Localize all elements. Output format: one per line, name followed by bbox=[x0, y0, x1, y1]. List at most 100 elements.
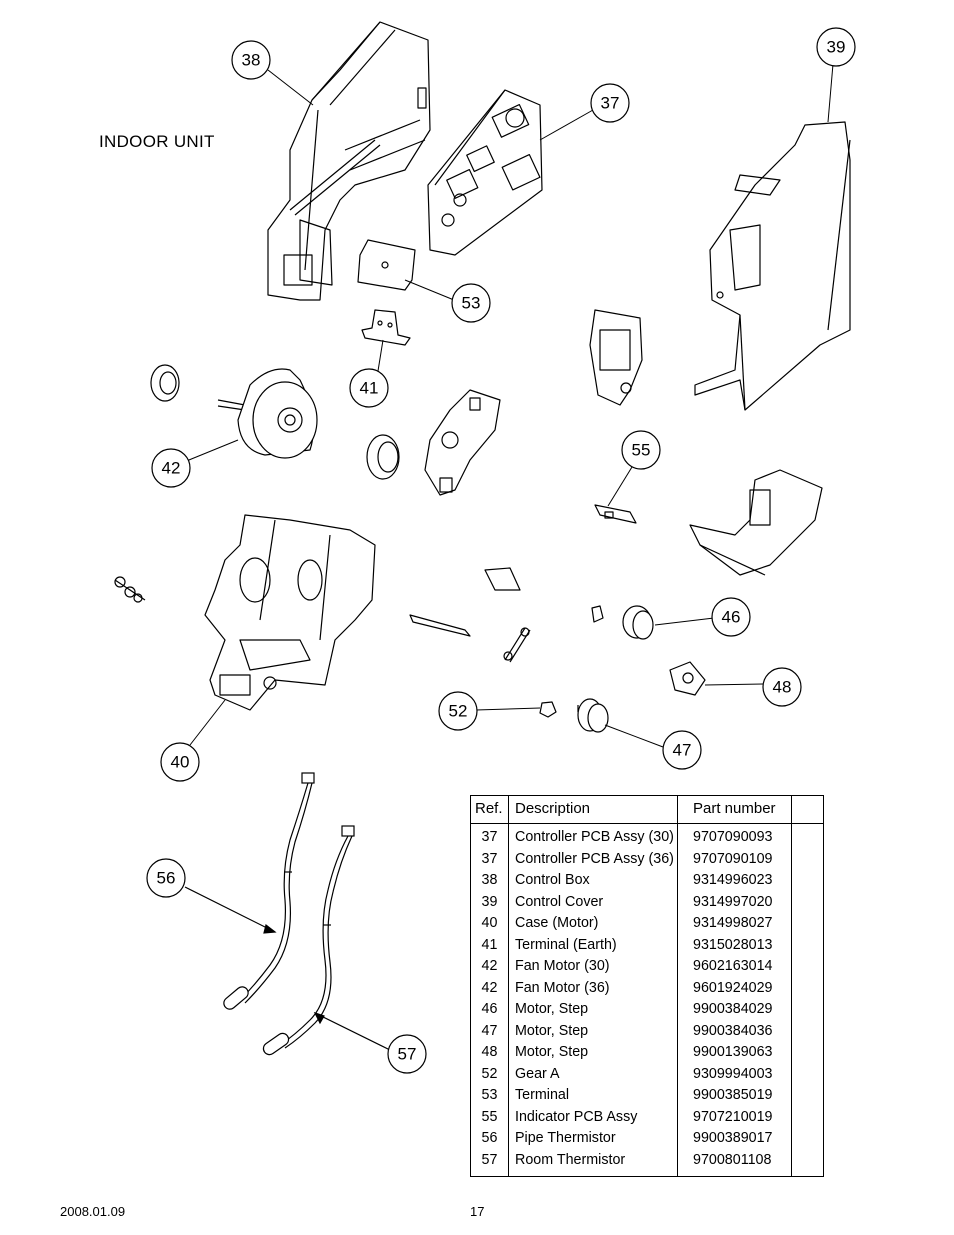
callout-52: 52 bbox=[449, 702, 468, 721]
callout-37: 37 bbox=[601, 94, 620, 113]
row-description: Gear A bbox=[515, 1065, 560, 1082]
part-room-thermistor bbox=[262, 825, 355, 1056]
row-ref: 46 bbox=[481, 1001, 498, 1017]
row-ref: 40 bbox=[481, 915, 498, 931]
row-ref: 42 bbox=[481, 958, 498, 974]
callout-57: 57 bbox=[398, 1045, 417, 1064]
row-ref: 55 bbox=[481, 1108, 498, 1125]
table-row: 48 Motor, Step 9900139063 bbox=[471, 1041, 823, 1063]
part-terminal bbox=[357, 239, 416, 291]
row-description: Motor, Step bbox=[515, 1022, 589, 1039]
table-row: 39 Control Cover 9314997020 bbox=[471, 891, 823, 913]
row-part-number: 9707090109 bbox=[693, 850, 773, 867]
table-row: 42 Fan Motor (30) 9602163014 bbox=[471, 955, 823, 977]
part-step-motor-46 bbox=[591, 605, 654, 640]
table-row: 37 Controller PCB Assy (36) 9707090109 bbox=[471, 848, 823, 870]
row-description: Case (Motor) bbox=[515, 915, 599, 931]
row-description: Controller PCB Assy (36) bbox=[515, 850, 674, 867]
part-control-box bbox=[267, 21, 431, 301]
footer-date: 2008.01.09 bbox=[60, 1204, 126, 1219]
row-description: Control Box bbox=[515, 872, 590, 888]
part-indicator-pcb bbox=[594, 504, 637, 524]
row-part-number: 9314996023 bbox=[693, 872, 773, 888]
row-description: Terminal bbox=[515, 1087, 570, 1103]
part-pipe-thermistor bbox=[223, 772, 315, 1010]
part-indicator-case bbox=[689, 469, 823, 576]
row-part-number: 9601924029 bbox=[693, 979, 773, 996]
row-ref: 47 bbox=[481, 1022, 498, 1039]
parts-table: Ref. Description Part number 37 Controlle… bbox=[470, 795, 824, 1177]
table-row: 56 Pipe Thermistor 9900389017 bbox=[471, 1127, 823, 1149]
header-ref: Ref. bbox=[475, 800, 503, 817]
row-ref: 57 bbox=[481, 1151, 498, 1168]
column-divider bbox=[508, 796, 509, 1176]
callout-53: 53 bbox=[462, 294, 481, 313]
table-body: 37 Controller PCB Assy (30) 9707090093 37 Co… bbox=[471, 826, 823, 1170]
table-row: 42 Fan Motor (36) 9601924029 bbox=[471, 977, 823, 999]
callout-46: 46 bbox=[722, 608, 741, 627]
part-control-cover bbox=[694, 121, 851, 411]
part-controller-pcb bbox=[427, 89, 543, 256]
row-part-number: 9900384036 bbox=[693, 1022, 773, 1039]
callout-42: 42 bbox=[162, 459, 181, 478]
row-part-number: 9900384029 bbox=[693, 1001, 773, 1017]
row-part-number: 9602163014 bbox=[693, 958, 773, 974]
column-divider bbox=[677, 796, 678, 1176]
row-description: Control Cover bbox=[515, 893, 604, 910]
table-row: 38 Control Box 9314996023 bbox=[471, 869, 823, 891]
row-part-number: 9314997020 bbox=[693, 893, 773, 910]
callout-41: 41 bbox=[360, 379, 379, 398]
row-ref: 42 bbox=[481, 979, 498, 996]
row-part-number: 9309994003 bbox=[693, 1065, 773, 1082]
part-terminal-earth bbox=[361, 309, 411, 346]
table-row: 40 Case (Motor) 9314998027 bbox=[471, 912, 823, 934]
part-motor-case bbox=[204, 514, 376, 711]
row-ref: 48 bbox=[481, 1044, 498, 1060]
row-ref: 37 bbox=[481, 850, 498, 867]
part-screws bbox=[114, 576, 146, 603]
header-description: Description bbox=[515, 800, 591, 817]
part-step-motor-47 bbox=[577, 698, 609, 733]
table-header: Ref. Description Part number bbox=[471, 796, 823, 824]
callout-39: 39 bbox=[827, 38, 846, 57]
row-part-number: 9900385019 bbox=[693, 1087, 773, 1103]
row-description: Fan Motor (36) bbox=[515, 979, 610, 996]
table-row: 41 Terminal (Earth) 9315028013 bbox=[471, 934, 823, 956]
row-part-number: 9707090093 bbox=[693, 829, 773, 845]
row-description: Controller PCB Assy (30) bbox=[515, 829, 674, 845]
row-ref: 56 bbox=[481, 1130, 498, 1146]
callout-56: 56 bbox=[157, 869, 176, 888]
header-part-number: Part number bbox=[693, 800, 776, 817]
part-step-motor-48 bbox=[669, 661, 706, 696]
part-bracket bbox=[424, 389, 501, 496]
row-part-number: 9700801108 bbox=[693, 1151, 772, 1168]
part-indicator-housing bbox=[589, 309, 643, 406]
row-part-number: 9314998027 bbox=[693, 915, 773, 931]
row-description: Pipe Thermistor bbox=[515, 1130, 616, 1146]
callout-55: 55 bbox=[632, 441, 651, 460]
table-row: 57 Room Thermistor 9700801108 bbox=[471, 1149, 823, 1171]
part-gear bbox=[539, 701, 557, 718]
thermistor-diagram: 56 57 bbox=[146, 772, 427, 1074]
row-description: Fan Motor (30) bbox=[515, 958, 610, 974]
row-description: Room Thermistor bbox=[515, 1151, 626, 1168]
row-part-number: 9900139063 bbox=[693, 1044, 773, 1060]
row-part-number: 9707210019 bbox=[693, 1108, 773, 1125]
callout-40: 40 bbox=[171, 753, 190, 772]
row-part-number: 9900389017 bbox=[693, 1130, 773, 1146]
table-row: 52 Gear A 9309994003 bbox=[471, 1063, 823, 1085]
row-part-number: 9315028013 bbox=[693, 936, 773, 953]
exploded-parts-diagram: 38 37 39 53 41 42 55 46 48 52 47 40 bbox=[114, 21, 856, 782]
row-ref: 52 bbox=[481, 1065, 498, 1082]
row-ref: 38 bbox=[481, 872, 498, 888]
row-ref: 39 bbox=[481, 893, 498, 910]
part-fan-motor bbox=[150, 364, 400, 480]
row-description: Motor, Step bbox=[515, 1044, 589, 1060]
column-divider bbox=[791, 796, 792, 1176]
row-ref: 41 bbox=[481, 936, 498, 953]
page-number: 17 bbox=[470, 1204, 485, 1219]
row-description: Terminal (Earth) bbox=[515, 936, 617, 953]
